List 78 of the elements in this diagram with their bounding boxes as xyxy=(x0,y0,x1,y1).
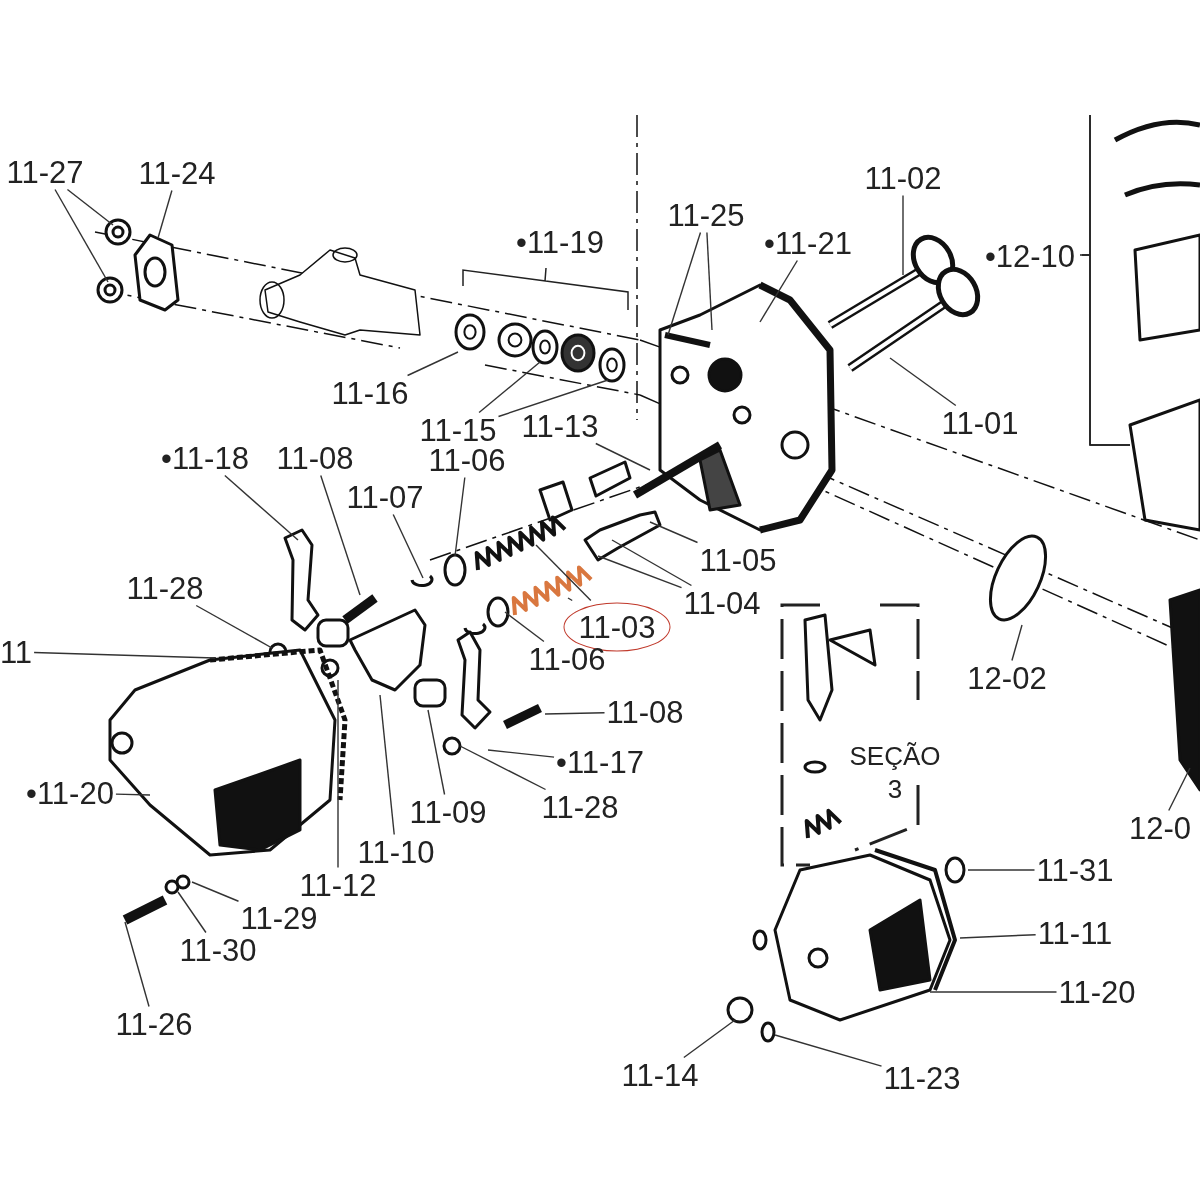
callout-number: 11-11 xyxy=(1037,917,1113,949)
leader-line xyxy=(320,474,361,596)
callout-number: 11-31 xyxy=(1036,854,1114,886)
callout-number: 11-08 xyxy=(606,696,684,728)
leader-line xyxy=(595,442,651,471)
leader-line xyxy=(774,1034,883,1067)
leader-line xyxy=(535,544,592,602)
callout-number: 11-02 xyxy=(864,162,942,194)
callout-number: 11-25 xyxy=(667,199,745,231)
callout-number: •11-17 xyxy=(556,746,644,778)
callout-number: 11-04 xyxy=(683,587,761,619)
callout-number: •11-19 xyxy=(516,226,604,258)
leader-line xyxy=(454,476,466,557)
leader-line xyxy=(487,749,555,758)
leader-line xyxy=(1168,767,1191,812)
leader-line xyxy=(459,745,547,791)
leader-line xyxy=(611,539,693,587)
callout-number: 11-15 xyxy=(419,414,497,446)
callout-number: 11-29 xyxy=(240,902,318,934)
callout-number: •11-20 xyxy=(26,777,114,809)
leader-line xyxy=(427,709,446,796)
leader-line xyxy=(224,474,299,541)
callout-number: •11-18 xyxy=(161,442,249,474)
leader-line xyxy=(195,604,273,649)
leader-line xyxy=(337,679,339,869)
callout-number: 11-23 xyxy=(883,1062,961,1094)
leader-line xyxy=(706,231,713,331)
callout-number: 11-09 xyxy=(409,796,487,828)
leader-line xyxy=(497,379,609,418)
callout-number: 11 xyxy=(0,636,33,668)
callout-number: 11-10 xyxy=(357,836,435,868)
callout-number: 11-28 xyxy=(126,572,204,604)
callout-number: 11-08 xyxy=(276,442,354,474)
callout-number: 11-05 xyxy=(699,544,777,576)
leader-line xyxy=(392,513,424,579)
leader-line xyxy=(597,555,683,589)
callout-number: 11-06 xyxy=(428,444,506,476)
leader-line xyxy=(66,188,114,226)
leader-line xyxy=(759,259,799,323)
callout-number: 11-12 xyxy=(299,869,377,901)
callout-number: 11-30 xyxy=(179,934,257,966)
leader-line xyxy=(177,891,207,934)
leader-line xyxy=(33,651,216,659)
callout-number: •11-21 xyxy=(764,227,852,259)
leader-line xyxy=(667,231,702,336)
leader-line xyxy=(124,921,150,1008)
leader-line xyxy=(959,934,1037,939)
leader-line xyxy=(902,194,904,276)
callout-number: 11-13 xyxy=(521,410,599,442)
leader-line xyxy=(54,188,109,283)
leader-line xyxy=(157,189,173,239)
leader-line xyxy=(504,611,545,643)
callout-number: 11-16 xyxy=(331,377,409,409)
leader-line xyxy=(929,991,1058,993)
callout-number: 12-02 xyxy=(967,662,1047,694)
leader-line xyxy=(649,521,699,544)
callout-number: 11-07 xyxy=(346,481,424,513)
leader-line xyxy=(567,597,573,602)
leader-line xyxy=(889,357,957,407)
callout-number: •12-10 xyxy=(984,240,1076,272)
leader-line xyxy=(406,351,459,377)
leader-line xyxy=(379,694,395,836)
callout-number: 11-20 xyxy=(1058,976,1136,1008)
callout-number: 12-0 xyxy=(1129,812,1191,844)
leader-line xyxy=(478,361,541,414)
callout-number: 11-28 xyxy=(541,791,619,823)
callout-number: 11-14 xyxy=(621,1059,699,1091)
section-label: SEÇÃO 3 xyxy=(848,739,942,805)
leader-line xyxy=(967,869,1036,871)
leader-line xyxy=(683,1019,736,1059)
leader-line xyxy=(115,793,151,796)
callout-number: 11-26 xyxy=(115,1008,193,1040)
callout-number: 11-24 xyxy=(138,157,216,189)
leader-line xyxy=(544,712,606,715)
callout-number: 11-27 xyxy=(6,156,84,188)
leader-line xyxy=(1011,624,1023,662)
leader-line xyxy=(191,881,240,902)
callout-number: 11-01 xyxy=(941,407,1019,439)
